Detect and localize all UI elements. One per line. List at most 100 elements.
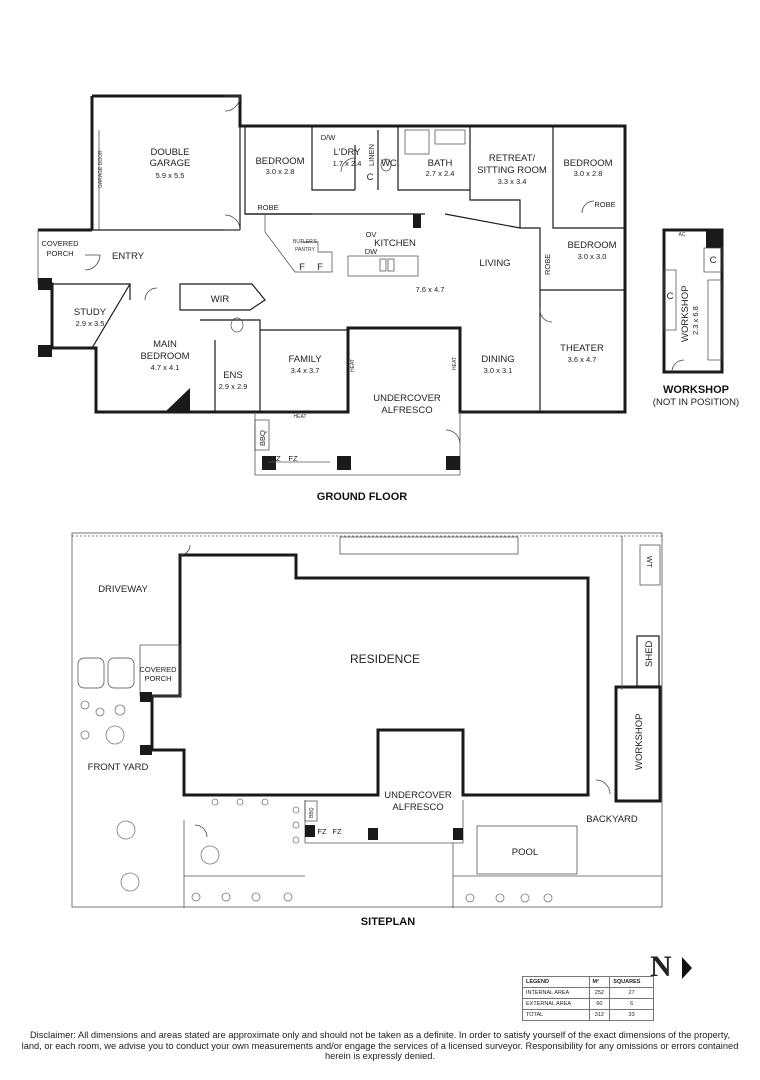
workshop-size: 2.3 x 6.8 <box>691 306 700 335</box>
workshop-cupboard-2: C <box>667 291 674 302</box>
bedroom2-size: 3.0 x 2.8 <box>266 167 295 176</box>
workshop-cupboard-1: C <box>710 255 717 266</box>
site-plan: DRIVEWAY RESIDENCE COVERED PORCH FRONT Y… <box>71 532 663 928</box>
area-legend-table: LEGEND M² SQUARES INTERNAL AREA 252 27 E… <box>522 976 654 1021</box>
kitchen-size: 7.6 x 4.7 <box>416 285 445 294</box>
legend-row: TOTAL 312 33 <box>522 1009 654 1021</box>
fridge-1: F <box>299 262 305 273</box>
ground-floor-heading: GROUND FLOOR <box>317 491 407 503</box>
legend-header-squares: SQUARES <box>609 976 654 988</box>
legend-header-label: LEGEND <box>522 976 590 988</box>
bedroom3-size: 3.0 x 2.8 <box>574 169 603 178</box>
bbq-label: BBQ <box>258 430 267 446</box>
heater-label-3: HEAT <box>452 357 458 370</box>
theater-size: 3.6 x 4.7 <box>568 355 597 364</box>
wir-label: WIR <box>211 294 230 305</box>
alfresco-label: UNDERCOVER <box>373 393 441 404</box>
legend-header-row: LEGEND M² SQUARES <box>522 976 654 988</box>
bedroom2-robe: ROBE <box>257 203 278 212</box>
site-alfresco-label: UNDERCOVER <box>384 790 452 801</box>
garage-size: 5.9 x 5.5 <box>156 171 185 180</box>
workshop-plan: AC C C WORKSHOP 2.3 x 6.8 WORKSHOP (NOT … <box>653 228 739 408</box>
water-tank-label: WT <box>645 556 654 568</box>
legend-header-m2: M² <box>588 976 611 988</box>
heater-label-2: HEAT <box>294 414 307 420</box>
front-yard-label: FRONT YARD <box>88 762 149 773</box>
legend-row-label: INTERNAL AREA <box>522 987 590 999</box>
laundry-label: L'DRY <box>334 147 362 158</box>
north-label: N <box>650 950 672 983</box>
legend-row-label: TOTAL <box>522 1009 590 1021</box>
legend-row: EXTERNAL AREA 60 6 <box>522 998 654 1010</box>
main-bedroom-label2: BEDROOM <box>140 351 189 362</box>
legend-row-label: EXTERNAL AREA <box>522 998 590 1010</box>
backyard-label: BACKYARD <box>586 814 638 825</box>
site-freezer-2: FZ <box>332 827 342 836</box>
laundry-size: 1.7 x 2.4 <box>333 159 362 168</box>
bedroom3-robe: ROBE <box>594 200 615 209</box>
north-arrow-icon <box>682 957 692 979</box>
tree-markers <box>80 700 553 903</box>
site-freezer-1: FZ <box>317 827 327 836</box>
fridge-2: F <box>317 262 323 273</box>
site-bbq-label: BBQ <box>309 807 315 818</box>
legend-row-squares: 27 <box>609 987 654 999</box>
butlers-pantry-label2: PANTRY <box>295 247 315 253</box>
dining-label: DINING <box>481 354 514 365</box>
linen-label: LINEN <box>367 144 376 166</box>
dishwasher-label: D/W <box>321 133 337 142</box>
family-label: FAMILY <box>288 354 322 365</box>
workshop-ac: AC <box>679 232 686 238</box>
butlers-pantry-label: BUTLER'S <box>293 239 318 245</box>
bath-size: 2.7 x 2.4 <box>426 169 455 178</box>
pool-label: POOL <box>512 847 538 858</box>
bedroom4-robe: ROBE <box>543 254 552 275</box>
legend-row-m2: 60 <box>588 998 611 1010</box>
workshop-heading: WORKSHOP <box>663 384 729 396</box>
study-label: STUDY <box>74 307 107 318</box>
freezer-label-1: FZ <box>271 454 281 463</box>
workshop-subheading: (NOT IN POSITION) <box>653 397 739 408</box>
retreat-label2: SITTING ROOM <box>477 165 547 176</box>
bedroom4-size: 3.0 x 3.0 <box>578 252 607 261</box>
workshop-inner-label: WORKSHOP <box>680 286 691 342</box>
bedroom2-label: BEDROOM <box>255 156 304 167</box>
entry-label: ENTRY <box>112 251 145 262</box>
bedroom3-label: BEDROOM <box>563 158 612 169</box>
family-size: 3.4 x 3.7 <box>291 366 320 375</box>
cupboard-c-dry: C <box>367 172 374 183</box>
ground-floor-plan <box>37 94 627 476</box>
theater-label: THEATER <box>560 343 604 354</box>
main-bedroom-size: 4.7 x 4.1 <box>151 363 180 372</box>
site-alfresco-label2: ALFRESCO <box>392 802 443 813</box>
disclaimer-text: Disclaimer: All dimensions and areas sta… <box>21 1030 739 1061</box>
legend-row: INTERNAL AREA 252 27 <box>522 987 654 999</box>
garage-door-label: GARAGE DOOR <box>98 150 104 188</box>
retreat-size: 3.3 x 3.4 <box>498 177 527 186</box>
freezer-label-2: FZ <box>288 454 298 463</box>
bedroom4-label: BEDROOM <box>567 240 616 251</box>
porch-label: COVERED <box>41 239 79 248</box>
legend-row-m2: 252 <box>588 987 611 999</box>
siteplan-heading: SITEPLAN <box>361 916 415 928</box>
site-porch-label: COVERED <box>139 665 177 674</box>
residence-label: RESIDENCE <box>350 652 420 666</box>
kitchen-dw-label: DW <box>365 247 378 256</box>
study-size: 2.9 x 3.5 <box>76 319 105 328</box>
driveway-label: DRIVEWAY <box>98 584 148 595</box>
site-workshop-label: WORKSHOP <box>634 714 645 770</box>
legend-row-m2: 312 <box>588 1009 611 1021</box>
dining-size: 3.0 x 3.1 <box>484 366 513 375</box>
legend-row-squares: 6 <box>609 998 654 1010</box>
shed-label: SHED <box>644 640 655 667</box>
kitchen-label: KITCHEN <box>374 238 416 249</box>
living-label: LIVING <box>479 258 510 269</box>
alfresco-label2: ALFRESCO <box>381 405 432 416</box>
ensuite-label: ENS <box>223 370 243 381</box>
main-bedroom-label: MAIN <box>153 339 177 350</box>
ensuite-size: 2.9 x 2.9 <box>219 382 248 391</box>
retreat-label: RETREAT/ <box>489 153 536 164</box>
